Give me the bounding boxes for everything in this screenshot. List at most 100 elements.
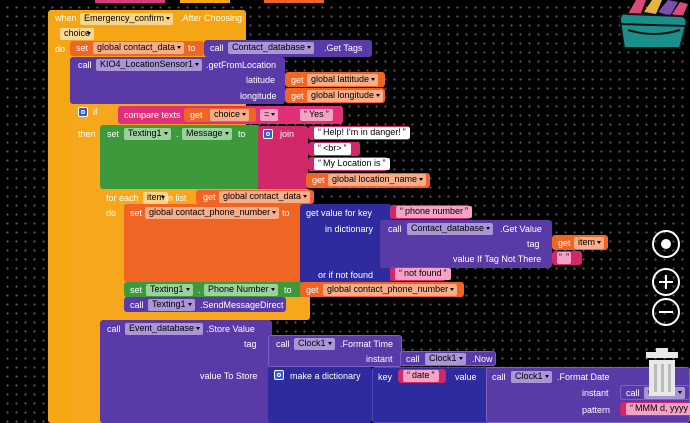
- join-item-location[interactable]: My Location is: [314, 158, 390, 170]
- location-sensor-dropdown[interactable]: KIO4_LocationSensor1: [96, 59, 203, 71]
- longitude-label: longitude: [240, 91, 277, 101]
- lookup-dictionary-block[interactable]: [300, 204, 392, 284]
- tag-label: tag: [244, 339, 257, 349]
- var-phone-dropdown[interactable]: global contact_phone_number: [145, 207, 280, 219]
- call-keyword: call: [492, 372, 506, 382]
- get-keyword: get: [312, 175, 325, 185]
- var-phone-dropdown[interactable]: global contact_phone_number: [323, 284, 458, 296]
- get-keyword: get: [203, 192, 216, 202]
- var-contact-data-dropdown[interactable]: global contact_data: [219, 191, 311, 203]
- event-name: .After Choosing: [180, 13, 243, 23]
- instant-label: instant: [582, 388, 609, 398]
- get-keyword: get: [190, 110, 203, 120]
- mutator-gear-icon[interactable]: [78, 107, 88, 117]
- message-property-dropdown[interactable]: Message: [182, 128, 232, 140]
- recenter-button[interactable]: [652, 230, 680, 258]
- set-keyword: set: [107, 129, 120, 139]
- do-keyword: do: [106, 208, 117, 218]
- join-keyword: join: [280, 129, 295, 139]
- event-component-dropdown[interactable]: Emergency_confirm: [80, 13, 174, 25]
- if-keyword: if: [93, 107, 98, 117]
- var-choice-dropdown[interactable]: choice: [210, 109, 250, 121]
- trash-icon[interactable]: [644, 348, 680, 398]
- not-found-literal[interactable]: not found: [395, 268, 451, 280]
- store-value-method: .Store Value: [206, 324, 255, 334]
- crosshair-icon: [661, 239, 671, 249]
- dot-separator: .: [198, 285, 201, 295]
- event-param-choice[interactable]: choice: [60, 28, 95, 40]
- make-dictionary-label: make a dictionary: [290, 371, 361, 381]
- zoom-out-button[interactable]: [652, 298, 680, 326]
- pattern-literal[interactable]: MMM d, yyyy: [626, 403, 690, 415]
- format-time-method: .Format Time: [340, 339, 394, 349]
- contact-database-dropdown[interactable]: Contact_database: [407, 223, 494, 235]
- format-time-block[interactable]: [268, 335, 402, 367]
- var-location-name-dropdown[interactable]: global location_name: [328, 174, 427, 186]
- or-if-not-found-label: or if not found: [318, 270, 374, 280]
- var-contact-data-dropdown[interactable]: global contact_data: [93, 42, 185, 54]
- send-message-method: .SendMessageDirect: [200, 300, 284, 310]
- get-value-method: .Get Value: [500, 224, 542, 234]
- item-var-dropdown[interactable]: item: [143, 192, 169, 204]
- when-keyword: when: [55, 13, 77, 23]
- dictionary-gear-icon[interactable]: [274, 370, 284, 380]
- tag-label: tag: [527, 239, 540, 249]
- call-keyword: call: [388, 224, 402, 234]
- get-keyword: get: [291, 91, 304, 101]
- value-if-not-there-label: value If Tag Not There: [453, 254, 542, 264]
- texting-component-dropdown[interactable]: Texting1: [148, 299, 195, 311]
- key-label: key: [378, 372, 393, 382]
- pattern-label: pattern: [582, 405, 611, 415]
- phone-number-literal[interactable]: phone number: [396, 206, 473, 218]
- backpack-icon[interactable]: [614, 0, 690, 52]
- operator-dropdown[interactable]: =: [260, 109, 279, 121]
- call-keyword: call: [276, 339, 290, 349]
- contact-database-dropdown[interactable]: Contact_database: [228, 42, 315, 54]
- get-keyword: get: [306, 285, 319, 295]
- store-value-block[interactable]: [100, 320, 272, 423]
- event-database-dropdown[interactable]: Event_database: [125, 323, 204, 335]
- join-item-help[interactable]: Help! I'm in danger!: [314, 127, 410, 139]
- call-keyword: call: [626, 388, 640, 398]
- offscreen-block-edge: [180, 0, 230, 3]
- clock-dropdown[interactable]: Clock1: [511, 371, 552, 383]
- get-tags-method: .Get Tags: [324, 43, 363, 53]
- get-keyword: get: [558, 238, 571, 248]
- get-value-for-key-label: get value for key: [306, 208, 373, 218]
- make-dictionary-block[interactable]: [268, 367, 372, 423]
- set-keyword: set: [76, 43, 89, 53]
- call-keyword: call: [210, 43, 224, 53]
- clock-dropdown[interactable]: Clock1: [294, 338, 335, 350]
- empty-text-literal[interactable]: [557, 252, 571, 264]
- dot-separator: .: [176, 129, 179, 139]
- to-keyword: to: [284, 285, 292, 295]
- date-literal[interactable]: date: [403, 370, 439, 382]
- join-gear-icon[interactable]: [263, 129, 273, 139]
- join-item-br[interactable]: <br>: [314, 143, 351, 155]
- var-item-dropdown[interactable]: item: [574, 237, 605, 249]
- to-keyword: to: [282, 208, 290, 218]
- var-longitude-dropdown[interactable]: global longitude: [307, 90, 384, 102]
- call-keyword: call: [406, 354, 420, 364]
- to-keyword: to: [188, 43, 196, 53]
- set-keyword: set: [130, 208, 143, 218]
- offscreen-block-edge: [264, 0, 324, 3]
- value-keyword: value: [455, 372, 477, 382]
- clock-dropdown[interactable]: Clock1: [425, 353, 466, 365]
- get-keyword: get: [291, 75, 304, 85]
- get-from-location-method: .getFromLocation: [206, 60, 277, 70]
- yes-text-literal[interactable]: Yes: [300, 109, 333, 121]
- texting-component-dropdown[interactable]: Texting1: [146, 284, 193, 296]
- offscreen-block-edge: [95, 0, 165, 3]
- var-lattitude-dropdown[interactable]: global lattitude: [307, 74, 379, 86]
- do-keyword: do: [55, 44, 66, 54]
- phone-number-property-dropdown[interactable]: Phone Number: [204, 284, 278, 296]
- for-each-keyword: for each: [106, 193, 139, 203]
- then-keyword: then: [78, 129, 96, 139]
- call-keyword: call: [107, 324, 121, 334]
- latitude-label: latitude: [246, 75, 276, 85]
- zoom-in-button[interactable]: [652, 268, 680, 296]
- call-keyword: call: [78, 60, 92, 70]
- texting-component-dropdown[interactable]: Texting1: [124, 128, 171, 140]
